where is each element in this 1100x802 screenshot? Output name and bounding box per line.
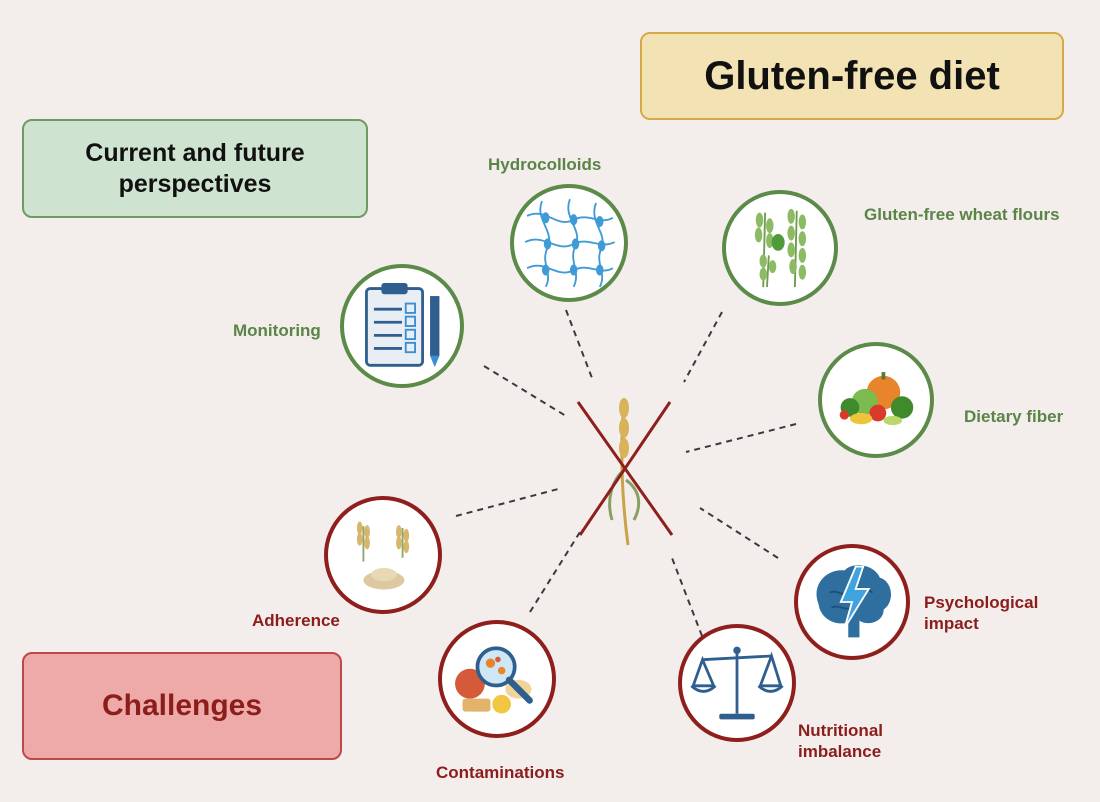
- monitoring-circle: [340, 264, 464, 388]
- contaminations-circle: [438, 620, 556, 738]
- title-box: Gluten-free diet: [640, 32, 1064, 120]
- dietary-fiber-label: Dietary fiber: [964, 407, 1064, 426]
- connector-monitoring: [483, 365, 567, 417]
- adherence-circle: [324, 496, 442, 614]
- connector-psychological: [699, 507, 779, 559]
- polymer-network-icon: [524, 198, 616, 288]
- balance-scale-icon: [690, 646, 784, 720]
- challenges-box: Challenges: [22, 652, 342, 760]
- brain-lightning-icon: [816, 565, 891, 638]
- nutritional-imbalance-circle: [678, 624, 796, 742]
- hydrocolloids-label: Hydrocolloids: [488, 155, 602, 174]
- monitoring-label: Monitoring: [233, 321, 321, 340]
- hydrocolloids-circle: [510, 184, 628, 302]
- crossed-wheat-icon: [576, 398, 674, 546]
- food-magnifier-icon: [455, 646, 533, 714]
- adherence-label: Adherence: [252, 611, 340, 630]
- wheat-flours-circle: [722, 190, 838, 306]
- diagram-title: Gluten-free diet: [704, 53, 1000, 98]
- connector-contaminations: [529, 531, 581, 613]
- perspectives-heading: Current and future perspectives: [85, 138, 305, 198]
- connector-hydrocolloids: [565, 309, 593, 379]
- dietary-fiber-circle: [818, 342, 934, 458]
- connector-dietary-fiber: [685, 423, 797, 453]
- connector-wheat-flours: [683, 311, 723, 383]
- psychological-impact-label: Psychological impact: [924, 593, 1039, 633]
- clipboard-checklist-icon: [365, 282, 440, 368]
- psychological-impact-circle: [794, 544, 910, 660]
- connector-nutritional: [671, 557, 703, 637]
- grain-plants-icon: [754, 208, 807, 288]
- perspectives-box: Current and future perspectives: [22, 119, 368, 218]
- connector-adherence: [455, 487, 563, 517]
- vegetables-icon: [839, 372, 914, 426]
- wheat-flours-label: Gluten-free wheat flours: [864, 205, 1060, 224]
- nutritional-imbalance-label: Nutritional imbalance: [798, 721, 883, 761]
- challenges-heading: Challenges: [101, 689, 263, 722]
- cereal-grains-icon: [356, 521, 410, 590]
- contaminations-label: Contaminations: [436, 763, 565, 782]
